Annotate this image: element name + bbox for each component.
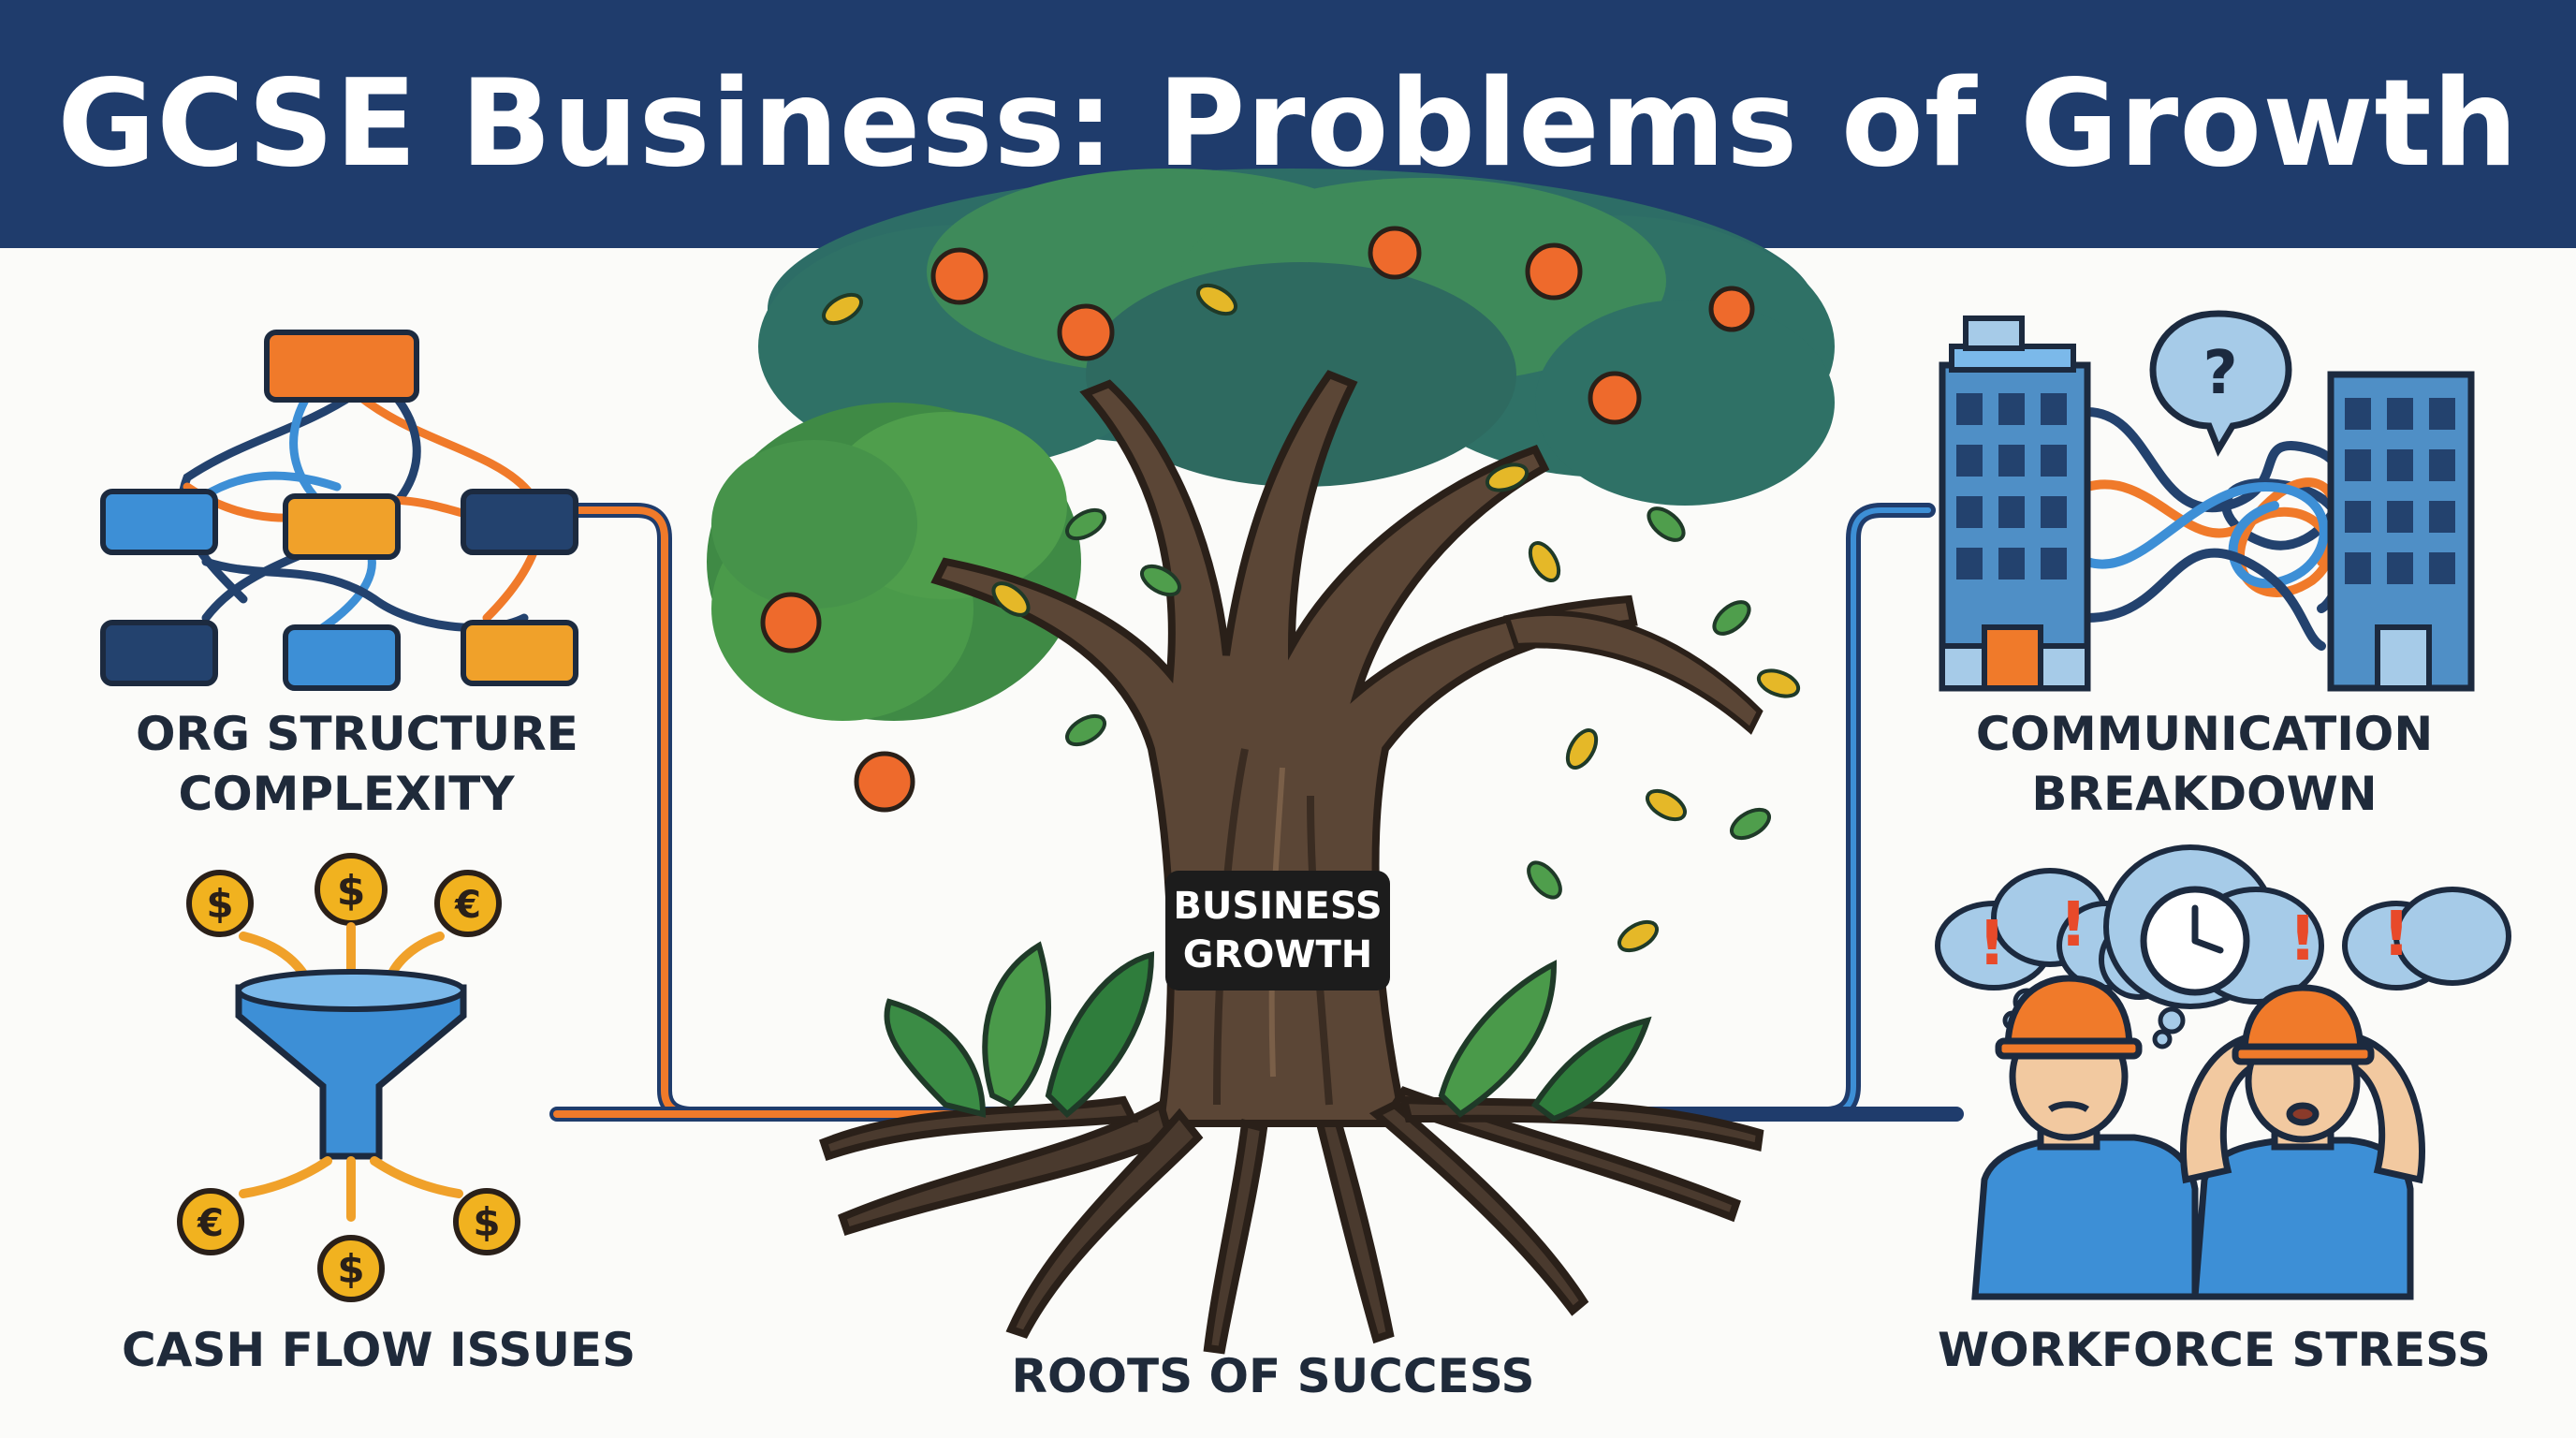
broken-branch [1503, 609, 1764, 735]
buildings-tangled-icon: ? [1939, 310, 2475, 692]
svg-text:$: $ [473, 1199, 500, 1245]
exclamation-mark: ! [2382, 898, 2410, 970]
question-mark: ? [2203, 339, 2237, 408]
sign-line1: BUSINESS [1173, 885, 1383, 928]
workforce-stress-label: WORKFORCE STRESS [1938, 1323, 2491, 1377]
header-banner: GCSE Business: Problems of Growth [0, 0, 2576, 248]
sign-line2: GROWTH [1182, 933, 1373, 976]
tree-fruits [760, 226, 1755, 813]
tree-roots [819, 1086, 1764, 1355]
clock-icon [2140, 886, 2250, 996]
svg-text:$: $ [206, 881, 233, 927]
coin-icon: $ [315, 853, 388, 926]
worker-figure [1971, 975, 2199, 1300]
coin-icon: $ [317, 1235, 385, 1302]
org-chart-icon [100, 330, 578, 691]
tree-canopy [707, 169, 1835, 721]
roots-label: ROOTS OF SUCCESS [1011, 1349, 1535, 1403]
question-bubble-icon: ? [2149, 310, 2292, 457]
svg-text:$: $ [337, 867, 366, 915]
comm-label-line1: COMMUNICATION [1975, 707, 2434, 761]
communication-label: COMMUNICATION BREAKDOWN [1956, 704, 2452, 824]
worker-figure [2180, 984, 2425, 1300]
tree-leaves [822, 283, 1801, 953]
stressed-workers-icon: ! ! ! ! [1935, 844, 2511, 1300]
exclamation-mark: ! [2289, 902, 2317, 975]
cash-flow-label: CASH FLOW ISSUES [122, 1323, 637, 1377]
funnel-coins-icon: $ $ € € $ $ [177, 853, 520, 1302]
exclamation-mark: ! [2059, 888, 2087, 961]
exclamation-mark: ! [1978, 907, 2006, 979]
org-label-line2: COMPLEXITY [178, 767, 515, 821]
growth-tree [707, 169, 1835, 1355]
org-structure-label: ORG STRUCTURE COMPLEXITY [136, 704, 578, 824]
svg-text:€: € [197, 1202, 224, 1245]
org-label-line1: ORG STRUCTURE [136, 707, 578, 761]
svg-text:€: € [454, 884, 481, 927]
coin-icon: € [177, 1188, 244, 1255]
coin-icon: € [434, 870, 502, 937]
coin-icon: $ [453, 1188, 520, 1255]
svg-text:$: $ [337, 1246, 364, 1292]
business-growth-sign: BUSINESS GROWTH [1165, 871, 1390, 990]
ground-plants [884, 941, 1652, 1123]
comm-label-line2: BREAKDOWN [2031, 767, 2378, 821]
coin-icon: $ [186, 870, 254, 937]
